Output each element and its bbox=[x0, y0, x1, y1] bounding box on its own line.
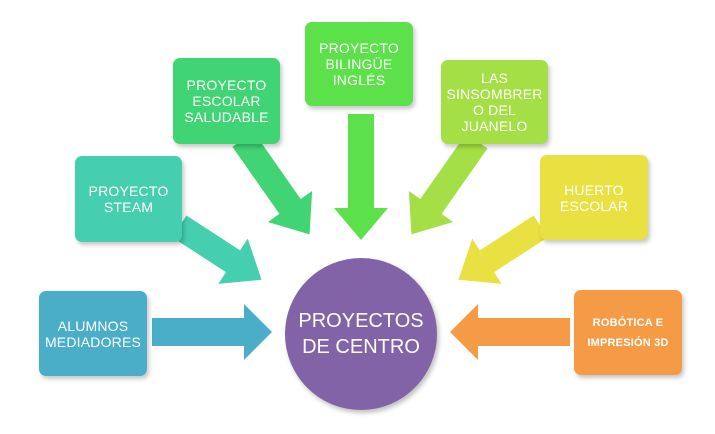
node-label-line: HUERTO bbox=[564, 181, 624, 198]
arrow-alumnos bbox=[152, 304, 272, 360]
node-label-line: PROYECTO bbox=[88, 183, 169, 199]
node-label-line: PROYECTO bbox=[186, 77, 267, 93]
node-label-line: ALUMNOS bbox=[57, 317, 129, 334]
node-label-line: SALUDABLE bbox=[184, 109, 269, 125]
node-label-line: STEAM bbox=[103, 199, 154, 215]
node-alumnos-mediadores: ALUMNOS MEDIADORES bbox=[39, 291, 147, 376]
node-proyecto-escolar-saludable: PROYECTO ESCOLAR SALUDABLE bbox=[173, 58, 280, 144]
node-label-line: BILINGÜE bbox=[325, 56, 393, 72]
node-label-line: SINSOMBRER bbox=[446, 86, 543, 102]
node-las-sinsombrero-del-juanelo: LAS SINSOMBRER O DEL JUANELO bbox=[441, 60, 548, 144]
arrow-saludable bbox=[232, 131, 313, 235]
arrow-robotica bbox=[450, 304, 570, 360]
center-label-line: PROYECTOS bbox=[298, 310, 424, 332]
node-label-line: ROBÓTICA E bbox=[592, 316, 664, 329]
node-robotica-impresion-3d: ROBÓTICA E IMPRESIÓN 3D bbox=[574, 290, 682, 375]
arrow-huerto bbox=[458, 215, 548, 284]
node-label-line: ESCOLAR bbox=[559, 197, 629, 214]
center-node-proyectos-de-centro: PROYECTOS DE CENTRO bbox=[285, 258, 437, 410]
arrow-steam bbox=[172, 215, 262, 284]
node-huerto-escolar: HUERTO ESCOLAR bbox=[540, 155, 648, 240]
node-proyecto-steam: PROYECTO STEAM bbox=[75, 156, 182, 242]
node-label-line: LAS bbox=[480, 70, 509, 86]
node-proyecto-bilingue-ingles: PROYECTO BILINGÜE INGLÉS bbox=[305, 22, 413, 106]
arrow-bilingue bbox=[334, 114, 388, 240]
node-label-line: PROYECTO bbox=[319, 40, 399, 56]
node-label-line: JUANELO bbox=[461, 118, 528, 134]
arrow-sinsombrero bbox=[408, 133, 488, 235]
node-label-line: INGLÉS bbox=[332, 72, 386, 88]
center-label-line: DE CENTRO bbox=[302, 336, 420, 358]
node-label-line: IMPRESIÓN 3D bbox=[587, 336, 669, 349]
node-label-line: ESCOLAR bbox=[192, 93, 261, 109]
node-label-line: MEDIADORES bbox=[44, 333, 142, 350]
node-label-line: O DEL bbox=[472, 102, 516, 118]
